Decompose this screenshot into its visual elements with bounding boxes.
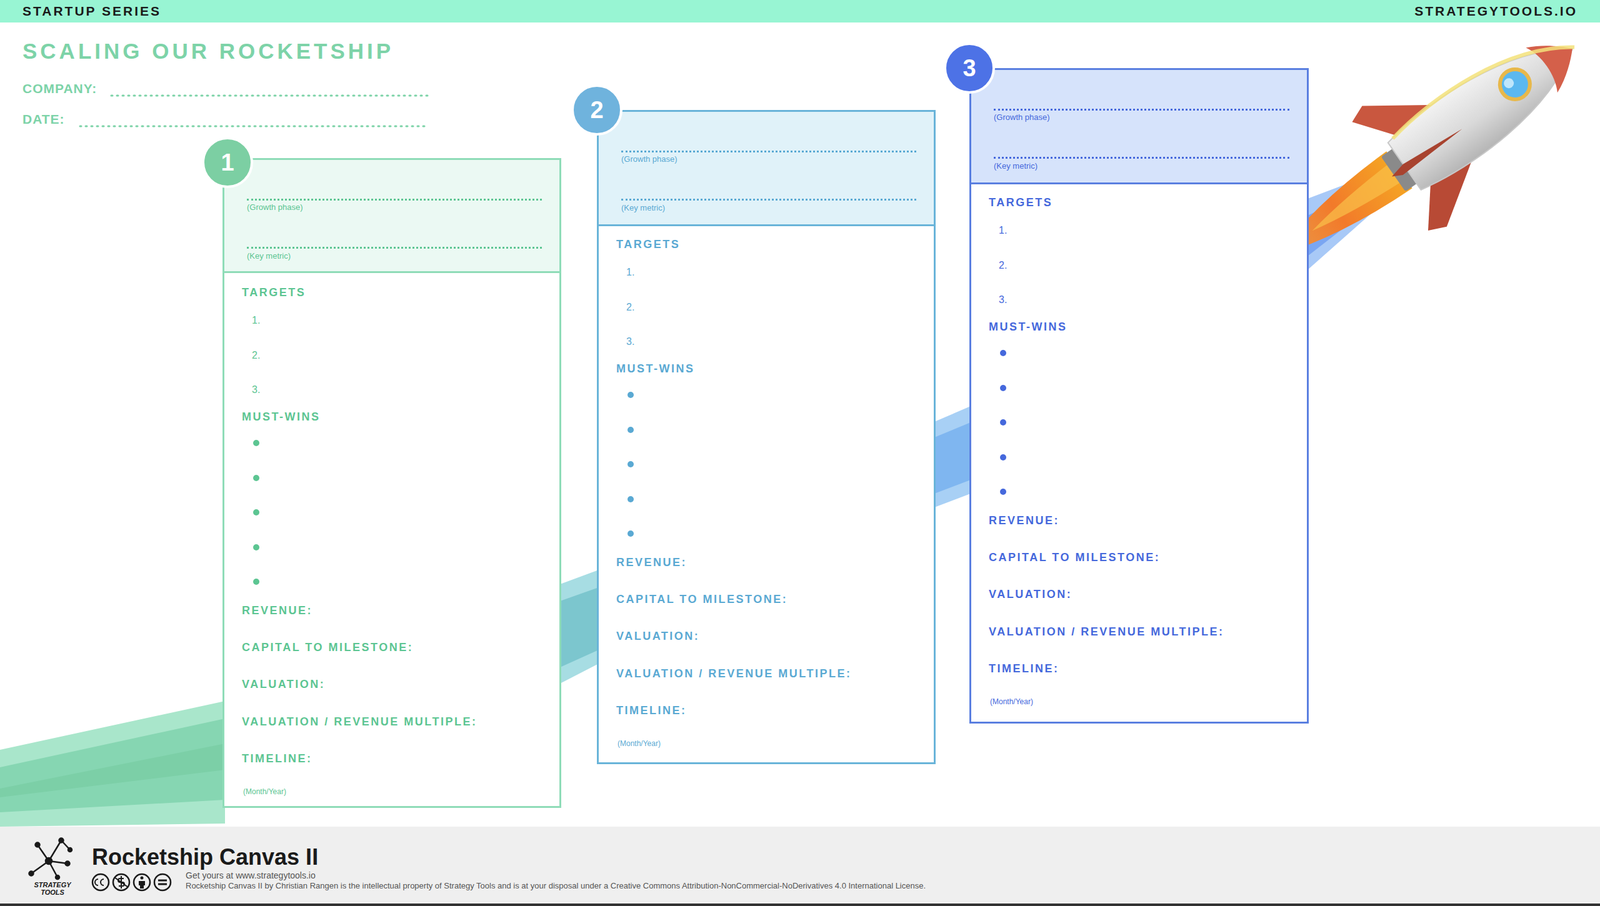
field-heading: TIMELINE: bbox=[988, 662, 1060, 676]
bullet-dot bbox=[1000, 454, 1007, 461]
footer-edge bbox=[0, 903, 1600, 906]
ribbon bbox=[934, 406, 971, 508]
dotted-line bbox=[80, 125, 429, 128]
ribbon bbox=[0, 701, 225, 827]
page-label: DATE: bbox=[22, 111, 65, 127]
dotted-line bbox=[621, 150, 917, 153]
dotted-line bbox=[111, 95, 429, 97]
footer-band bbox=[0, 826, 1600, 905]
bullet-dot bbox=[627, 391, 634, 399]
ribbon bbox=[560, 570, 599, 684]
phase-header: (Growth phase) (Key metric) bbox=[224, 160, 560, 274]
page-label: COMPANY: bbox=[22, 81, 97, 96]
page-title: SCALING OUR ROCKETSHIP bbox=[22, 38, 394, 64]
bullet-dot bbox=[1000, 385, 1007, 392]
dotted-line bbox=[993, 108, 1290, 111]
page-label: STRATEGYTOOLS.IO bbox=[1414, 3, 1578, 19]
field-heading: TARGETS bbox=[616, 238, 680, 252]
dotted-line bbox=[993, 156, 1290, 159]
bullet-dot bbox=[253, 475, 260, 482]
field-number: 3. bbox=[998, 294, 1007, 306]
field-number: 1. bbox=[998, 225, 1007, 237]
field-number: (Month/Year) bbox=[990, 697, 1034, 707]
field-heading: VALUATION / REVENUE MULTIPLE: bbox=[241, 715, 478, 729]
page-label: Rocketship Canvas II by Christian Rangen… bbox=[185, 881, 926, 891]
field-heading: REVENUE: bbox=[988, 514, 1060, 528]
dotted-line bbox=[246, 198, 542, 201]
field-heading: REVENUE: bbox=[241, 604, 313, 618]
field-number: 3. bbox=[251, 384, 260, 396]
field-heading: CAPITAL TO MILESTONE: bbox=[616, 593, 788, 607]
field-hint: (Growth phase) bbox=[993, 112, 1050, 122]
field-heading: VALUATION: bbox=[241, 678, 325, 692]
step-circle: 1 bbox=[201, 136, 254, 189]
bullet-dot bbox=[1000, 419, 1007, 426]
field-number: 2. bbox=[626, 301, 635, 314]
field-hint: (Key metric) bbox=[993, 161, 1038, 171]
field-hint: (Key metric) bbox=[621, 203, 665, 213]
field-heading: CAPITAL TO MILESTONE: bbox=[988, 551, 1160, 565]
field-heading: TARGETS bbox=[988, 196, 1053, 210]
field-heading: VALUATION / REVENUE MULTIPLE: bbox=[988, 625, 1225, 639]
dotted-line bbox=[246, 246, 542, 249]
field-number: 3. bbox=[626, 336, 635, 348]
field-heading: TIMELINE: bbox=[241, 752, 313, 766]
field-number: 2. bbox=[998, 260, 1007, 272]
field-number: 1. bbox=[626, 266, 635, 279]
field-heading: VALUATION / REVENUE MULTIPLE: bbox=[616, 667, 852, 681]
field-number: (Month/Year) bbox=[617, 739, 661, 749]
field-heading: MUST-WINS bbox=[988, 320, 1068, 334]
phase-column: TARGETS 1. 2. 3. MUST-WINS REVENUE: CAPITAL TO… bbox=[969, 68, 1309, 724]
page-label: Get yours at www.strategytools.io bbox=[185, 871, 316, 881]
field-number: 2. bbox=[251, 350, 260, 362]
bullet-dot bbox=[627, 530, 634, 537]
field-heading: TIMELINE: bbox=[616, 704, 687, 718]
bullet-dot bbox=[627, 496, 634, 503]
phase-header: (Growth phase) (Key metric) bbox=[598, 111, 934, 227]
field-heading: CAPITAL TO MILESTONE: bbox=[241, 641, 414, 655]
dotted-line bbox=[621, 198, 917, 201]
step-number: 2 bbox=[590, 96, 604, 124]
field-number: (Month/Year) bbox=[243, 787, 287, 797]
page-label: Rocketship Canvas II bbox=[91, 845, 319, 870]
field-heading: MUST-WINS bbox=[241, 410, 321, 424]
step-number: 1 bbox=[220, 149, 234, 177]
bullet-dot bbox=[253, 509, 260, 516]
bullet-dot bbox=[253, 440, 260, 447]
field-hint: (Growth phase) bbox=[246, 202, 304, 212]
top-bar bbox=[0, 0, 1600, 23]
field-hint: (Growth phase) bbox=[621, 154, 678, 164]
step-circle: 2 bbox=[571, 84, 623, 136]
license-icons bbox=[92, 874, 171, 891]
field-hint: (Key metric) bbox=[246, 251, 291, 261]
phase-column: TARGETS 1. 2. 3. MUST-WINS REVENUE: CAPITAL TO… bbox=[596, 110, 936, 765]
field-heading: VALUATION: bbox=[616, 630, 700, 644]
bullet-dot bbox=[627, 426, 634, 434]
bullet-dot bbox=[627, 461, 634, 468]
bullet-dot bbox=[253, 544, 260, 551]
phase-header: (Growth phase) (Key metric) bbox=[971, 70, 1307, 185]
field-heading: TARGETS bbox=[241, 286, 306, 300]
bullet-dot bbox=[253, 578, 260, 585]
page-label: STARTUP SERIES bbox=[22, 3, 162, 19]
field-heading: REVENUE: bbox=[616, 556, 687, 570]
bullet-dot bbox=[1000, 350, 1007, 357]
bullet-dot bbox=[1000, 488, 1007, 495]
phase-column: TARGETS 1. 2. 3. MUST-WINS REVENUE: CAPITAL TO… bbox=[222, 158, 562, 809]
logo-symbol bbox=[29, 838, 73, 880]
field-number: 1. bbox=[251, 315, 260, 327]
field-heading: MUST-WINS bbox=[616, 362, 695, 376]
step-circle: 3 bbox=[943, 42, 995, 94]
step-number: 3 bbox=[962, 55, 976, 82]
page-label: STRATEGY TOOLS bbox=[27, 881, 78, 897]
field-heading: VALUATION: bbox=[988, 588, 1072, 602]
